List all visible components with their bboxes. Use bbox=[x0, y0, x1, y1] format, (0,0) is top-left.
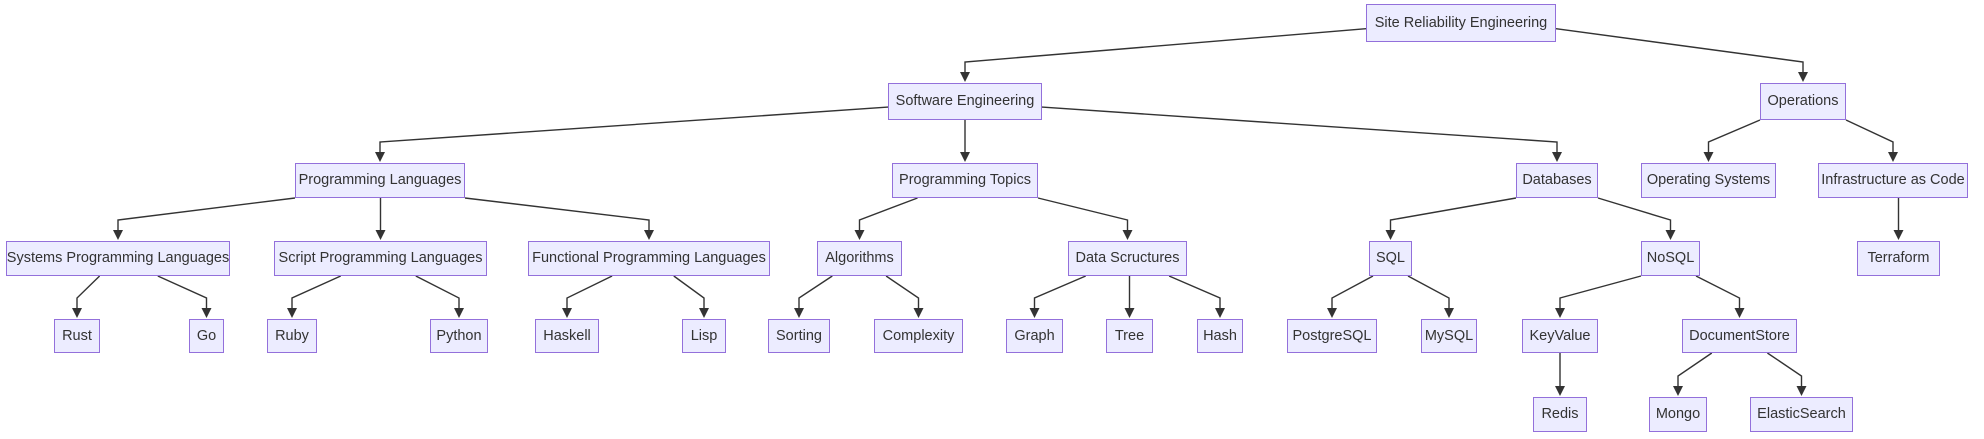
node-progtopics: Programming Topics bbox=[892, 163, 1038, 198]
node-keyvalue: KeyValue bbox=[1522, 319, 1598, 353]
node-ruby: Ruby bbox=[267, 319, 317, 353]
arrowhead-icon bbox=[1798, 72, 1808, 82]
node-sorting: Sorting bbox=[768, 319, 830, 353]
node-postgresql: PostgreSQL bbox=[1287, 319, 1377, 353]
node-algorithms: Algorithms bbox=[817, 241, 902, 276]
node-funcproglang: Functional Programming Languages bbox=[528, 241, 770, 276]
arrowhead-icon bbox=[454, 308, 464, 318]
node-sysproglang: Systems Programming Languages bbox=[6, 241, 230, 276]
arrowhead-icon bbox=[375, 230, 386, 240]
arrowhead-icon bbox=[1703, 152, 1714, 162]
arrowhead-icon bbox=[1555, 386, 1565, 396]
arrowhead-icon bbox=[1124, 308, 1135, 318]
arrowhead-icon bbox=[562, 308, 572, 318]
arrowhead-icon bbox=[1029, 308, 1040, 318]
arrowhead-icon bbox=[1555, 308, 1565, 318]
node-sweng: Software Engineering bbox=[888, 83, 1042, 120]
arrowhead-icon bbox=[1893, 230, 1904, 240]
arrowhead-icon bbox=[1327, 308, 1337, 318]
node-iac: Infrastructure as Code bbox=[1818, 163, 1968, 198]
node-documentstore: DocumentStore bbox=[1682, 319, 1797, 353]
arrowhead-icon bbox=[72, 308, 82, 318]
node-python: Python bbox=[430, 319, 488, 353]
arrowhead-icon bbox=[113, 230, 123, 240]
arrowhead-icon bbox=[854, 230, 865, 240]
node-scriptproglang: Script Programming Languages bbox=[274, 241, 487, 276]
node-elasticsearch: ElasticSearch bbox=[1750, 397, 1853, 432]
arrowhead-icon bbox=[1552, 152, 1562, 162]
arrowhead-icon bbox=[1888, 152, 1898, 162]
node-sql: SQL bbox=[1369, 241, 1412, 276]
arrowhead-icon bbox=[1734, 308, 1745, 318]
node-redis: Redis bbox=[1533, 397, 1587, 432]
node-databases: Databases bbox=[1516, 163, 1598, 198]
arrowhead-icon bbox=[201, 308, 212, 318]
arrowhead-icon bbox=[644, 230, 654, 240]
node-tree: Tree bbox=[1106, 319, 1153, 353]
arrowhead-icon bbox=[913, 308, 924, 318]
arrowhead-icon bbox=[1444, 308, 1454, 318]
node-nosql: NoSQL bbox=[1641, 241, 1700, 276]
arrowhead-icon bbox=[794, 308, 804, 318]
arrowhead-icon bbox=[1215, 308, 1225, 318]
node-datastructures: Data Scructures bbox=[1068, 241, 1187, 276]
node-sre: Site Reliability Engineering bbox=[1366, 4, 1556, 42]
arrowhead-icon bbox=[287, 308, 297, 318]
arrowhead-icon bbox=[1665, 230, 1676, 240]
node-graph: Graph bbox=[1006, 319, 1063, 353]
node-lisp: Lisp bbox=[682, 319, 726, 353]
node-rust: Rust bbox=[54, 319, 100, 353]
node-hash: Hash bbox=[1197, 319, 1243, 353]
node-mongo: Mongo bbox=[1649, 397, 1707, 432]
arrowhead-icon bbox=[1122, 230, 1133, 240]
arrowhead-icon bbox=[960, 152, 970, 162]
node-ops: Operations bbox=[1760, 83, 1846, 120]
node-haskell: Haskell bbox=[535, 319, 599, 353]
node-go: Go bbox=[189, 319, 224, 353]
arrowhead-icon bbox=[375, 152, 385, 162]
arrowhead-icon bbox=[960, 72, 970, 82]
node-mysql: MySQL bbox=[1421, 319, 1477, 353]
arrowhead-icon bbox=[699, 308, 709, 318]
node-proglang: Programming Languages bbox=[295, 163, 465, 198]
node-terraform: Terraform bbox=[1857, 241, 1940, 276]
node-complexity: Complexity bbox=[874, 319, 963, 353]
arrowhead-icon bbox=[1796, 386, 1807, 396]
arrowhead-icon bbox=[1673, 386, 1683, 396]
node-opsys: Operating Systems bbox=[1641, 163, 1776, 198]
arrowhead-icon bbox=[1385, 230, 1396, 240]
